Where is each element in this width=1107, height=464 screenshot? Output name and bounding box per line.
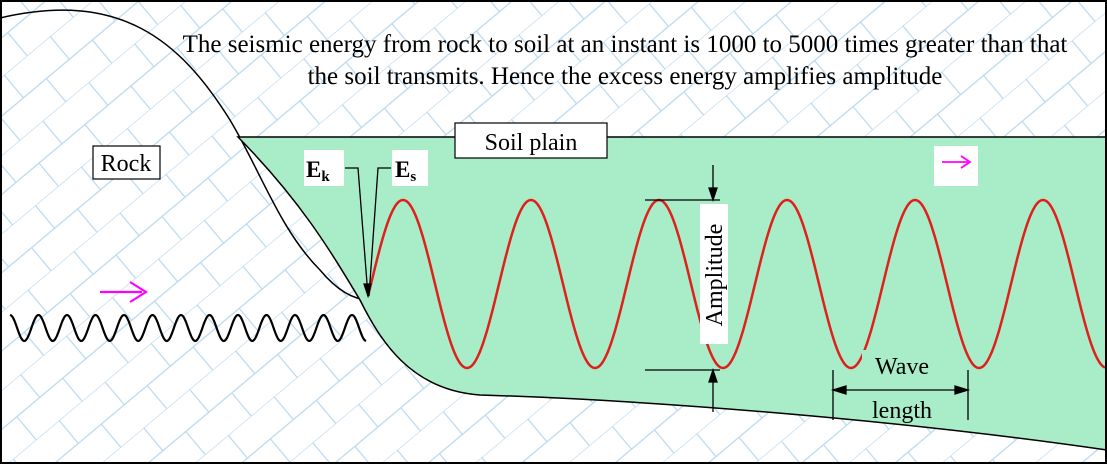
- wavelength-dimension: [830, 370, 971, 420]
- energy-kinetic-sub: k: [321, 169, 330, 185]
- svg-text:Ek: Ek: [306, 157, 330, 185]
- soil-plain-label-text: Soil plain: [485, 130, 578, 156]
- energy-kinetic-label: Ek: [304, 150, 344, 186]
- soil-wave: [366, 198, 1106, 370]
- soil-plain-label: Soil plain: [454, 122, 608, 159]
- energy-soil-sub: s: [410, 169, 416, 185]
- amplitude-dimension: [645, 165, 720, 412]
- caption-line-1: The seismic energy from rock to soil at …: [183, 31, 1068, 58]
- wavelength-label-line-2: length: [872, 398, 932, 424]
- rock-wave-direction-arrow: [100, 281, 149, 303]
- amplitude-label: Amplitude: [702, 224, 728, 327]
- energy-soil-label: Es: [392, 150, 428, 186]
- rock-outline: [0, 9, 371, 301]
- rock-wave: [9, 313, 367, 343]
- wavelength-label-line-1: Wave: [875, 354, 929, 380]
- energy-kinetic-main: E: [306, 157, 321, 182]
- energy-leader-lines: [345, 167, 391, 299]
- rock-label: Rock: [92, 145, 161, 180]
- svg-text:Es: Es: [395, 157, 416, 185]
- energy-soil-main: E: [395, 157, 410, 182]
- rock-label-text: Rock: [101, 151, 152, 177]
- amplitude-label-background: [700, 204, 728, 344]
- caption-line-2: the soil transmits. Hence the excess ene…: [308, 63, 943, 90]
- soil-wave-direction-arrow: [934, 146, 978, 186]
- wave-label-background: [862, 350, 940, 380]
